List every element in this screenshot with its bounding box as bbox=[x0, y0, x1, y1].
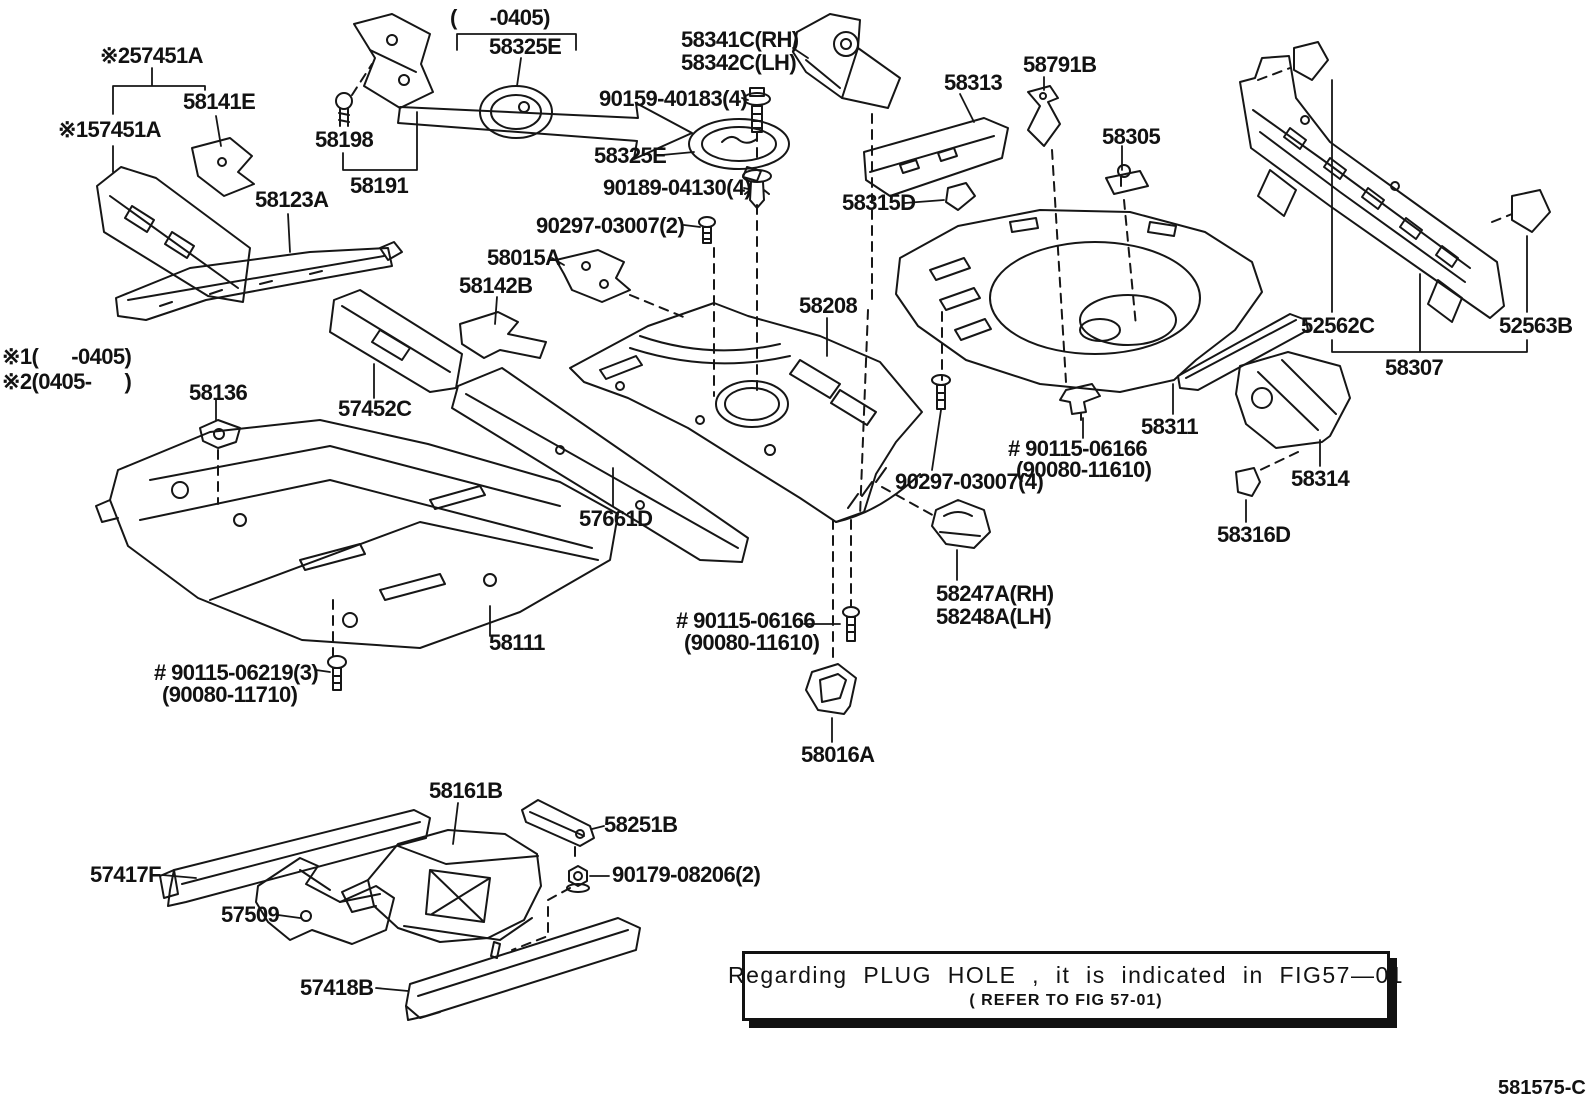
note-line-2: ( REFER TO FIG 57-01) bbox=[969, 992, 1163, 1009]
part-label-58342c-lh: 58342C(LH) bbox=[681, 50, 797, 75]
dashed-lines bbox=[217, 63, 1513, 951]
part-label-57661d: 57661D bbox=[579, 506, 653, 531]
part-label-90115-06166-l: # 90115-06166 bbox=[676, 608, 816, 633]
part-label-58325e-mid: 58325E bbox=[594, 143, 667, 168]
part-label-90297-03007-2: 90297-03007(2) bbox=[536, 213, 685, 238]
part-label-58305: 58305 bbox=[1102, 124, 1161, 149]
part-label-58316d: 58316D bbox=[1217, 522, 1291, 547]
small-brackets-art bbox=[199, 249, 631, 449]
rear-floor-pan-art bbox=[895, 209, 1309, 393]
back-panel-art bbox=[1239, 41, 1551, 323]
part-label-57417f: 57417F bbox=[90, 862, 162, 887]
bracket-58314-art bbox=[1235, 351, 1351, 497]
part-label-58136: 58136 bbox=[189, 380, 248, 405]
fastener-art-lower bbox=[327, 374, 1101, 715]
part-label-57418b: 57418B bbox=[300, 975, 374, 1000]
part-label-90115-06219: # 90115-06219(3) bbox=[154, 660, 319, 685]
part-label-58247a-rh: 58247A(RH) bbox=[936, 581, 1054, 606]
part-label-52563b: 52563B bbox=[1499, 313, 1573, 338]
part-label-90297-03007-4: 90297-03007(4) bbox=[895, 469, 1044, 494]
part-label-57451a-x2: ※257451A bbox=[100, 43, 204, 68]
part-label-58341c-rh: 58341C(RH) bbox=[681, 27, 799, 52]
part-label-58016a: 58016A bbox=[801, 742, 875, 767]
part-label-52562c: 52562C bbox=[1301, 313, 1375, 338]
part-label-58251b: 58251B bbox=[604, 812, 678, 837]
part-label-90179-08206: 90179-08206(2) bbox=[612, 862, 761, 887]
part-label-58141e: 58141E bbox=[183, 89, 256, 114]
crossmember-58123a-art bbox=[115, 241, 403, 321]
gusset-58191-art bbox=[335, 13, 434, 127]
date-range-label: ( -0405) bbox=[450, 5, 550, 30]
part-label-58791b: 58791B bbox=[1023, 52, 1097, 77]
front-floor-pan-art bbox=[95, 419, 619, 649]
part-label-58111: 58111 bbox=[489, 630, 545, 655]
part-label-57509: 57509 bbox=[221, 902, 280, 927]
center-floor-pan-art bbox=[569, 302, 923, 523]
brace-57661d-art bbox=[451, 367, 749, 563]
part-label-90080-11710: (90080-11710) bbox=[162, 682, 298, 707]
part-label-57452c: 57452C bbox=[338, 396, 412, 421]
part-label-90115-06166-r: # 90115-06166 bbox=[1008, 436, 1148, 461]
part-label-90189-04130: 90189-04130(4) bbox=[603, 175, 752, 200]
part-label-57451a-x1: ※157451A bbox=[58, 117, 162, 142]
plug-hole-note-box: Regarding PLUG HOLE , it is indicated in… bbox=[728, 951, 1403, 1021]
note-line-1: Regarding PLUG HOLE , it is indicated in… bbox=[727, 962, 1405, 988]
part-label-58142b: 58142B bbox=[459, 273, 533, 298]
part-label-58198: 58198 bbox=[315, 127, 374, 152]
part-label-58015a: 58015A bbox=[487, 245, 561, 270]
front-side-member-art bbox=[96, 166, 251, 303]
part-label-58191: 58191 bbox=[350, 173, 409, 198]
part-label-58248a-lh: 58248A(LH) bbox=[936, 604, 1052, 629]
part-label-58314: 58314 bbox=[1291, 466, 1350, 491]
part-label-90080-11610-l: (90080-11610) bbox=[684, 630, 820, 655]
part-label-58123a: 58123A bbox=[255, 187, 329, 212]
bracket-58141e-art bbox=[191, 137, 255, 197]
part-label-58307: 58307 bbox=[1385, 355, 1444, 380]
part-label-58161b: 58161B bbox=[429, 778, 503, 803]
bottom-cluster-art bbox=[159, 799, 641, 1021]
member-57452c-art bbox=[329, 289, 463, 393]
clamp-58791b-art bbox=[1027, 85, 1149, 195]
part-label-58325e-top: 58325E bbox=[489, 34, 562, 59]
part-label-58313: 58313 bbox=[944, 70, 1003, 95]
part-label-90080-11610-r: (90080-11610) bbox=[1016, 457, 1152, 482]
fastener-art-center bbox=[698, 87, 772, 244]
legend-note-1: ※1( -0405) bbox=[2, 344, 132, 369]
legend-note-2: ※2(0405- ) bbox=[2, 369, 132, 394]
part-label-58315d: 58315D bbox=[842, 190, 916, 215]
bracket-58341c-art bbox=[792, 13, 901, 109]
part-label-90159-40183: 90159-40183(4) bbox=[599, 86, 748, 111]
part-label-58208: 58208 bbox=[799, 293, 858, 318]
member-58313-art bbox=[863, 117, 1009, 211]
figure-code: 581575-C bbox=[1498, 1077, 1586, 1099]
part-label-58311: 58311 bbox=[1141, 414, 1199, 439]
